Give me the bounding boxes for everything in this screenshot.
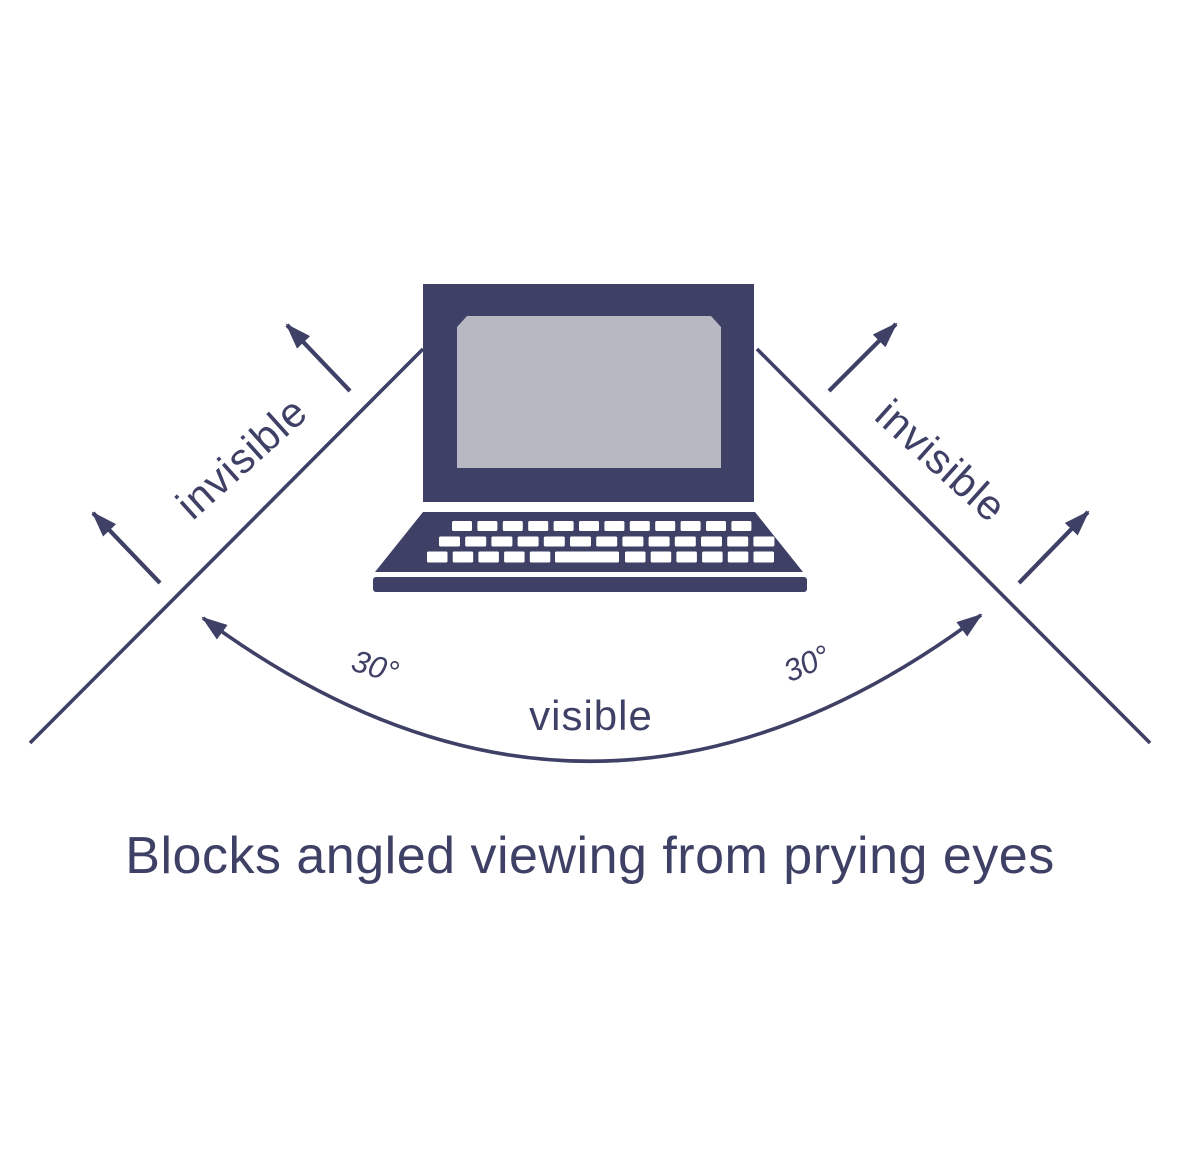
keyboard-key [702, 551, 723, 563]
invisible-arrow-left-upper-icon [285, 323, 352, 393]
keyboard-key [674, 536, 696, 547]
keyboard-key [622, 536, 644, 547]
keyboard-key [478, 551, 499, 563]
visible-arc-icon [201, 613, 983, 763]
keyboard-key [625, 551, 646, 563]
keyboard-key [701, 536, 722, 547]
laptop-base [373, 577, 807, 592]
keyboard-key [517, 536, 539, 547]
keyboard-key [477, 521, 498, 531]
keyboard-key [727, 551, 749, 563]
keyboard-key [570, 536, 591, 547]
keyboard-key [648, 536, 670, 547]
laptop-keyboard-keys [427, 521, 775, 563]
keyboard-key [676, 551, 697, 563]
keyboard-key [731, 521, 752, 531]
keyboard-key [753, 551, 774, 563]
keyboard-key [579, 521, 599, 531]
keyboard-key [465, 536, 487, 547]
keyboard-key [629, 521, 650, 531]
invisible-arrow-right-lower-icon [1017, 510, 1090, 585]
keyboard-key [680, 521, 701, 531]
keyboard-key [555, 551, 619, 563]
keyboard-key [427, 551, 448, 563]
keyboard-key [604, 521, 625, 531]
keyboard-key [439, 536, 460, 547]
keyboard-key [655, 521, 676, 531]
keyboard-key [452, 551, 474, 563]
caption-text: Blocks angled viewing from prying eyes [125, 827, 1055, 885]
laptop-icon [373, 284, 807, 592]
keyboard-key [529, 551, 551, 563]
laptop-screen [457, 316, 721, 468]
keyboard-key [553, 521, 574, 531]
keyboard-key [543, 536, 565, 547]
keyboard-key [706, 521, 726, 531]
keyboard-key [727, 536, 749, 547]
keyboard-key [753, 536, 775, 547]
keyboard-key [596, 536, 618, 547]
keyboard-key [528, 521, 549, 531]
keyboard-key [491, 536, 513, 547]
invisible-arrow-right-upper-icon [827, 322, 898, 393]
invisible-arrow-left-lower-icon [91, 511, 162, 585]
keyboard-key [502, 521, 523, 531]
keyboard-key [452, 521, 472, 531]
right-boundary-line [755, 347, 1152, 745]
visible-label: visible [529, 692, 653, 739]
keyboard-key [650, 551, 672, 563]
keyboard-key [504, 551, 525, 563]
left-boundary-line [28, 347, 425, 745]
